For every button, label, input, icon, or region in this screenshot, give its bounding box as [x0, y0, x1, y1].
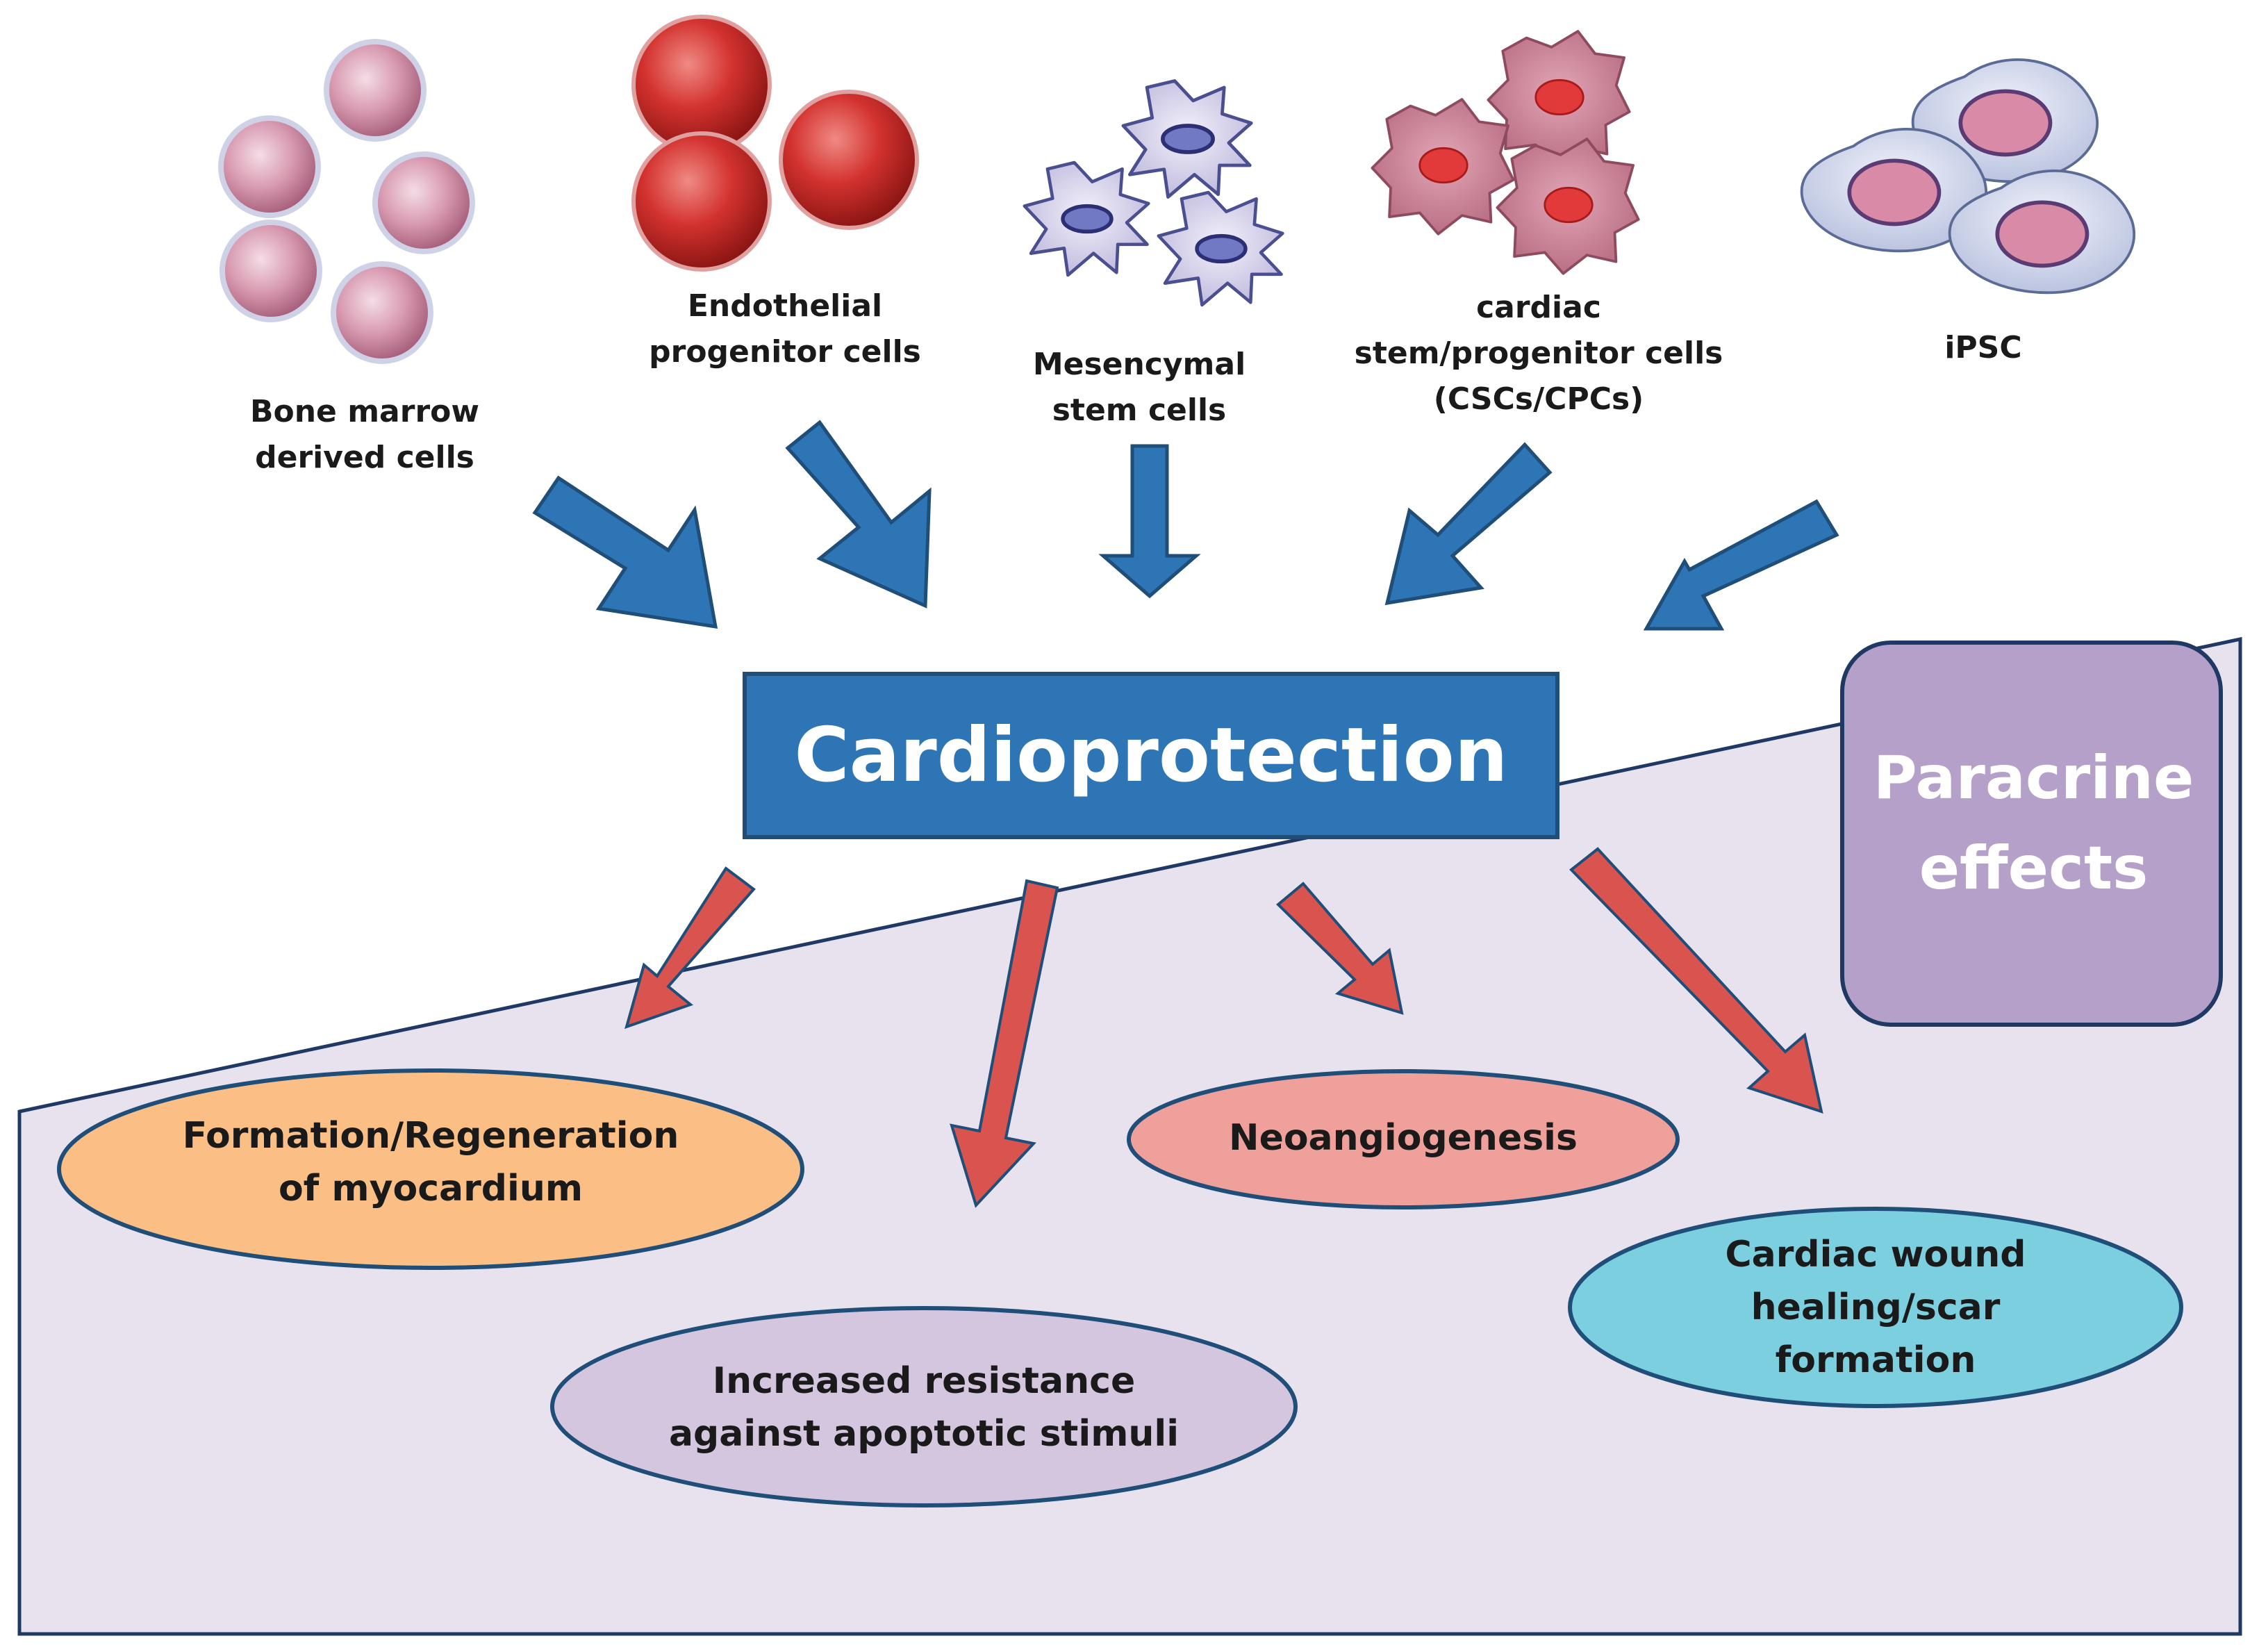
apoptosis-ellipse [550, 1306, 1298, 1508]
arrow-ipsc-icon [1643, 499, 1839, 631]
label-bone-marrow: Bone marrow derived cells [249, 394, 480, 475]
neoangiogenesis-ellipse [1127, 1069, 1680, 1209]
paracrine-effects-box [1840, 641, 2223, 1027]
outcome-wound-label: Cardiac wound healing/scar formation [1725, 1234, 2026, 1381]
paracrine-effects-label: Paracrine effects [1873, 743, 2194, 903]
mesenchymal-cells-icon [1025, 81, 1282, 305]
outcome-apoptosis-label: Increased resistance against apoptotic s… [668, 1360, 1180, 1455]
myocardium-ellipse [57, 1068, 804, 1270]
arrow-bone-marrow-icon [532, 475, 718, 629]
label-ipsc: iPSC [1944, 330, 2022, 365]
outcome-neoangiogenesis-label: Neoangiogenesis [1229, 1117, 1578, 1159]
cardioprotection-label: Cardioprotection [794, 712, 1508, 799]
arrow-cardiac-icon [1384, 442, 1553, 606]
ipsc-cells-icon [1802, 60, 2135, 292]
label-mesenchymal: Mesencymal stem cells [1032, 347, 1246, 428]
cardiac-stem-cells-icon [1371, 30, 1640, 275]
arrow-to-wound-icon [1569, 847, 1823, 1114]
bone-marrow-cells-icon [218, 39, 475, 364]
label-endothelial: Endothelial progenitor cells [649, 288, 921, 370]
label-cardiac: cardiac stem/progenitor cells (CSCs/CPCs… [1354, 290, 1723, 417]
endothelial-cells-icon [631, 15, 919, 272]
arrow-to-neoangiogenesis-icon [1276, 882, 1404, 1015]
cardioprotection-box [743, 672, 1559, 839]
arrow-endothelial-icon [785, 420, 932, 609]
arrow-mesenchymal-icon [1098, 444, 1201, 599]
arrow-to-apoptosis-icon [950, 879, 1059, 1208]
wound-ellipse [1568, 1207, 2183, 1408]
outcome-myocardium-label: Formation/Regeneration of myocardium [182, 1115, 679, 1209]
arrow-to-myocardium-icon [624, 866, 756, 1030]
